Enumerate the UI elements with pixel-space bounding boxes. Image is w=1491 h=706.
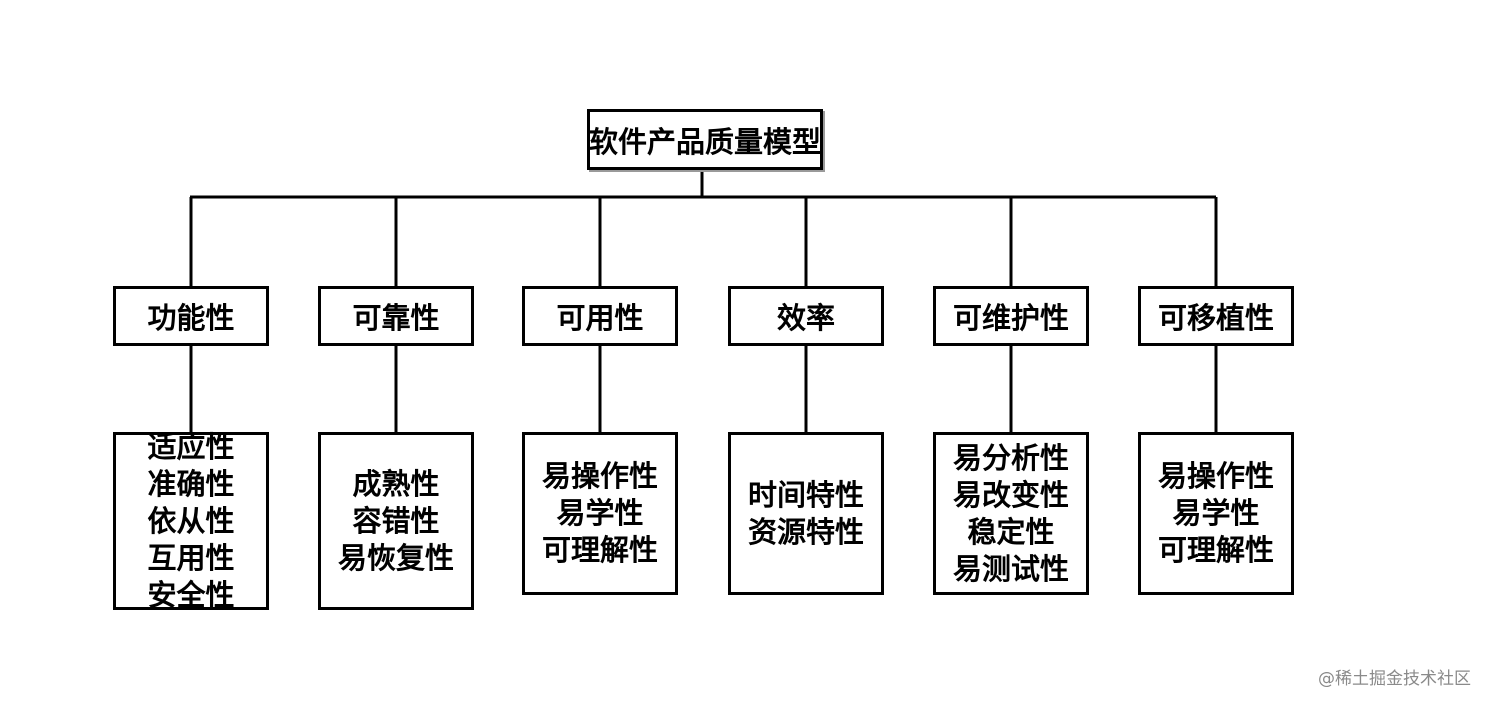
sub-characteristic-item: 成熟性	[352, 466, 440, 501]
category-label: 可维护性	[952, 301, 1069, 335]
sub-characteristic-item: 稳定性	[967, 514, 1055, 549]
sub-characteristic-list: 易分析性 易改变性 稳定性 易测试性	[953, 440, 1069, 588]
sub-characteristic-item: 准确性	[147, 466, 235, 501]
sub-node-efficiency: 时间特性 资源特性	[728, 432, 884, 595]
sub-characteristic-item: 可理解性	[1157, 533, 1274, 567]
root-node: 软件产品质量模型	[587, 109, 823, 170]
category-node-reliability: 可靠性	[318, 286, 474, 346]
category-node-maintainability: 可维护性	[933, 286, 1089, 346]
sub-characteristic-item: 易改变性	[952, 477, 1069, 512]
sub-characteristic-item: 易恢复性	[337, 540, 454, 575]
sub-characteristic-item: 易学性	[1172, 496, 1260, 530]
category-label: 可用性	[556, 301, 644, 335]
sub-characteristic-item: 易操作性	[541, 459, 658, 493]
watermark: @稀土掘金技术社区	[1318, 669, 1471, 689]
category-node-portability: 可移植性	[1138, 286, 1294, 346]
sub-characteristic-item: 互用性	[147, 540, 235, 575]
sub-characteristic-item: 容错性	[352, 503, 440, 538]
sub-characteristic-item: 易测试性	[952, 551, 1069, 586]
category-node-efficiency: 效率	[728, 286, 884, 346]
sub-characteristic-list: 成熟性 容错性 易恢复性	[338, 466, 454, 577]
category-label: 效率	[776, 301, 835, 335]
category-node-usability: 可用性	[522, 286, 678, 346]
sub-characteristic-item: 时间特性	[747, 477, 864, 512]
sub-characteristic-list: 适应性 准确性 依从性 互用性 安全性	[147, 429, 234, 614]
sub-characteristic-item: 依从性	[147, 503, 235, 538]
sub-characteristic-list: 易操作性 易学性 可理解性	[542, 458, 658, 569]
sub-node-functionality: 适应性 准确性 依从性 互用性 安全性	[113, 430, 269, 612]
sub-node-reliability: 成熟性 容错性 易恢复性	[318, 432, 474, 610]
sub-node-usability: 易操作性 易学性 可理解性	[522, 432, 678, 595]
category-label: 可移植性	[1157, 301, 1274, 335]
sub-characteristic-list: 时间特性 资源特性	[748, 477, 864, 551]
root-label: 软件产品质量模型	[589, 124, 822, 159]
sub-characteristic-item: 易操作性	[1157, 459, 1274, 493]
category-label: 可靠性	[352, 301, 440, 335]
sub-characteristic-item: 易学性	[556, 496, 644, 530]
sub-characteristic-item: 安全性	[147, 577, 235, 612]
sub-characteristic-item: 资源特性	[747, 514, 864, 549]
sub-characteristic-list: 易操作性 易学性 可理解性	[1158, 458, 1274, 569]
sub-characteristic-item: 适应性	[147, 429, 235, 464]
sub-node-maintainability: 易分析性 易改变性 稳定性 易测试性	[933, 432, 1089, 595]
sub-characteristic-item: 易分析性	[952, 440, 1069, 475]
sub-characteristic-item: 可理解性	[541, 533, 658, 567]
category-label: 功能性	[147, 301, 235, 335]
sub-node-portability: 易操作性 易学性 可理解性	[1138, 432, 1294, 595]
category-node-functionality: 功能性	[113, 286, 269, 346]
